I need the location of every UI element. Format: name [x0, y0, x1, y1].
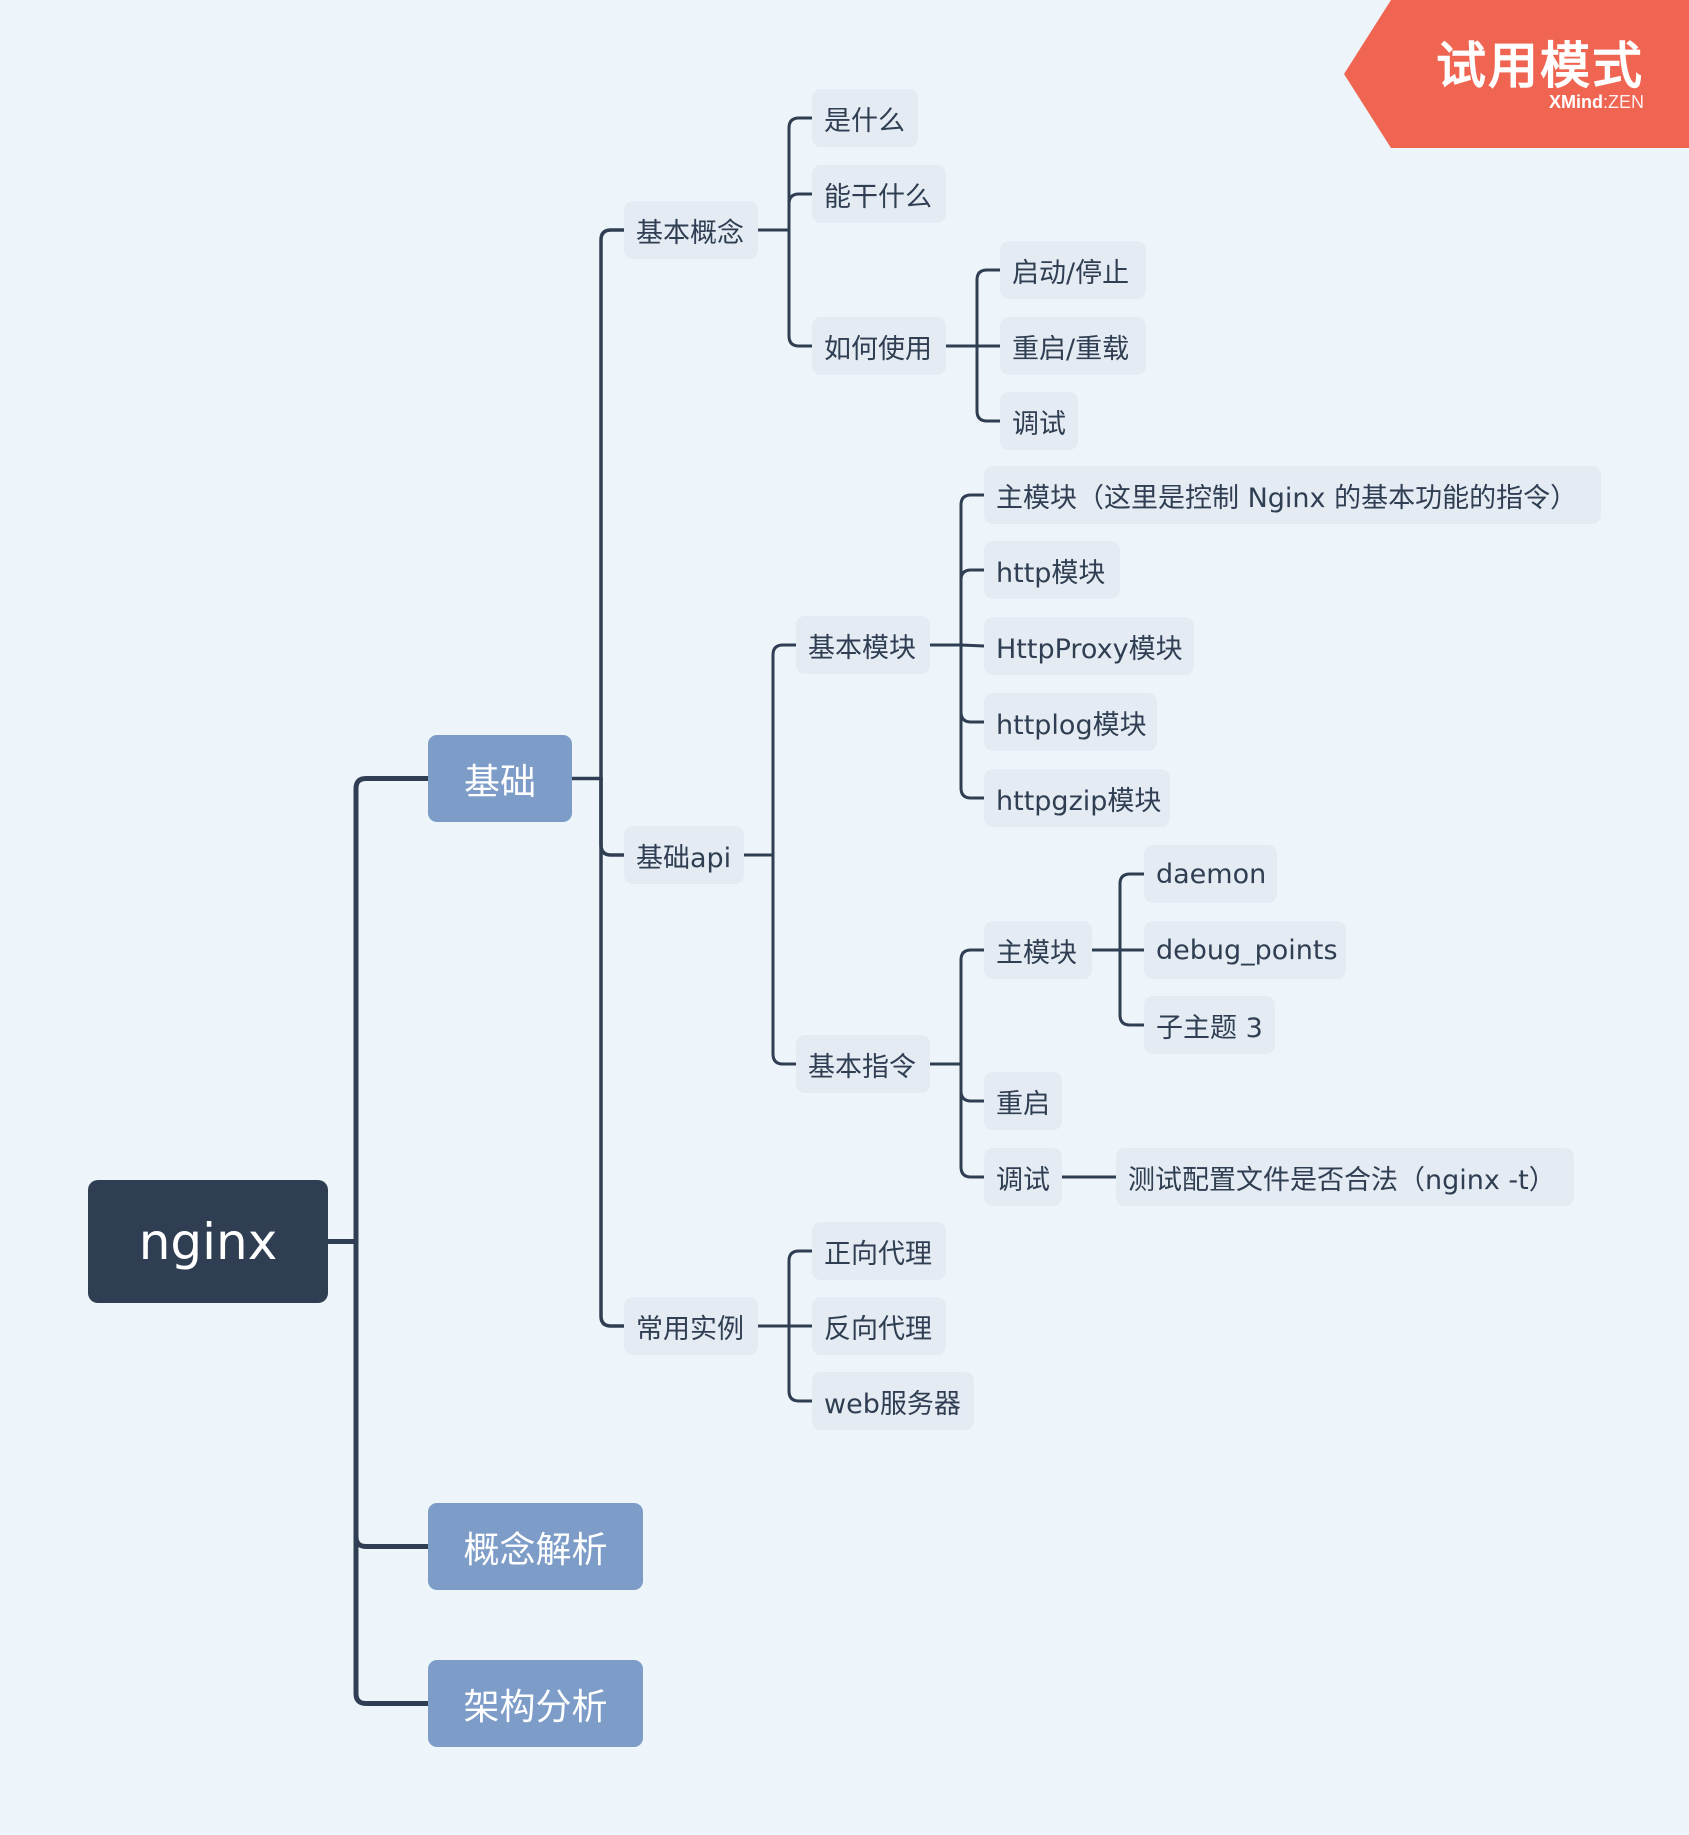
connector-branch — [771, 853, 798, 1066]
connector-branch — [975, 344, 1002, 423]
topic-ruhe-shiyong[interactable]: 如何使用 — [812, 317, 946, 375]
topic-changyong-shili[interactable]: 常用实例 — [624, 1297, 758, 1355]
connector-branch — [353, 1239, 431, 1549]
root-topic-nginx[interactable]: nginx — [88, 1180, 328, 1303]
connector-branch — [959, 1062, 986, 1179]
topic-zhu-mokuai-description[interactable]: 主模块（这里是控制 Nginx 的基本功能的指令） — [984, 466, 1601, 524]
topic-chongqi[interactable]: 重启 — [984, 1072, 1062, 1130]
watermark-brand: XMind:ZEN — [1549, 92, 1644, 113]
connector-branch — [353, 1239, 431, 1706]
topic-ceshi-peizhi[interactable]: 测试配置文件是否合法（nginx -t） — [1116, 1148, 1574, 1206]
connector-branch — [787, 192, 814, 232]
brand-separator: : — [1602, 92, 1608, 112]
connector-branch — [959, 948, 986, 1066]
topic-jiben-gainian[interactable]: 基本概念 — [624, 201, 758, 259]
connector-branch — [599, 228, 626, 781]
connector-branch — [1118, 872, 1146, 952]
watermark-label: 试用模式 — [1436, 37, 1644, 95]
trial-mode-watermark: 试用模式 XMind:ZEN — [1344, 0, 1689, 148]
topic-zhengxiang-daili[interactable]: 正向代理 — [812, 1222, 946, 1280]
connector-branch — [959, 493, 986, 647]
topic-http-mokuai[interactable]: http模块 — [984, 541, 1120, 599]
connector-branch — [787, 1324, 814, 1403]
connector-branch — [787, 1249, 814, 1328]
main-topic-gainian-jiexi[interactable]: 概念解析 — [428, 1503, 643, 1590]
topic-neng-gan-shenme[interactable]: 能干什么 — [812, 165, 946, 223]
topic-jichu-api[interactable]: 基础api — [624, 826, 744, 884]
connector-branch — [787, 228, 814, 348]
topic-shi-shenme[interactable]: 是什么 — [812, 89, 918, 147]
topic-zi-zhuti-3[interactable]: 子主题 3 — [1144, 996, 1275, 1054]
topic-fanxiang-daili[interactable]: 反向代理 — [812, 1297, 946, 1355]
connector-branch — [599, 776, 626, 857]
connector-branch — [959, 643, 986, 648]
topic-zhu-mokuai[interactable]: 主模块 — [984, 921, 1092, 979]
connector-branch — [959, 643, 986, 724]
connector-branch — [787, 116, 814, 232]
main-topic-jichu[interactable]: 基础 — [428, 735, 572, 822]
connector-branch — [975, 268, 1002, 348]
topic-jiben-zhiling[interactable]: 基本指令 — [796, 1035, 930, 1093]
watermark-banner-shape — [1344, 0, 1689, 148]
topic-httplog-mokuai[interactable]: httplog模块 — [984, 693, 1157, 751]
connector-branch — [1118, 948, 1146, 1027]
topic-chongqi-chongzai[interactable]: 重启/重载 — [1000, 317, 1146, 375]
connector-branch — [771, 643, 798, 857]
connector-branch — [959, 568, 986, 647]
connector-branch — [353, 776, 431, 1244]
brand-edition: ZEN — [1608, 92, 1644, 112]
connector-branch — [959, 1062, 986, 1103]
connector-branch — [959, 643, 986, 800]
main-topic-jiagou-fenxi[interactable]: 架构分析 — [428, 1660, 643, 1747]
topic-debug-points[interactable]: debug_points — [1144, 921, 1346, 979]
connector-branch — [599, 776, 626, 1328]
topic-httpproxy-mokuai[interactable]: HttpProxy模块 — [984, 617, 1194, 675]
topic-tiaoshi[interactable]: 调试 — [1000, 392, 1078, 450]
brand-name: XMind — [1548, 92, 1603, 112]
topic-httpgzip-mokuai[interactable]: httpgzip模块 — [984, 769, 1170, 827]
topic-jiben-mokuai[interactable]: 基本模块 — [796, 616, 930, 674]
topic-web-fuwuqi[interactable]: web服务器 — [812, 1372, 974, 1430]
topic-tiaoshi-2[interactable]: 调试 — [984, 1148, 1062, 1206]
topic-daemon[interactable]: daemon — [1144, 845, 1277, 903]
topic-qidong-tingzhi[interactable]: 启动/停止 — [1000, 241, 1146, 299]
